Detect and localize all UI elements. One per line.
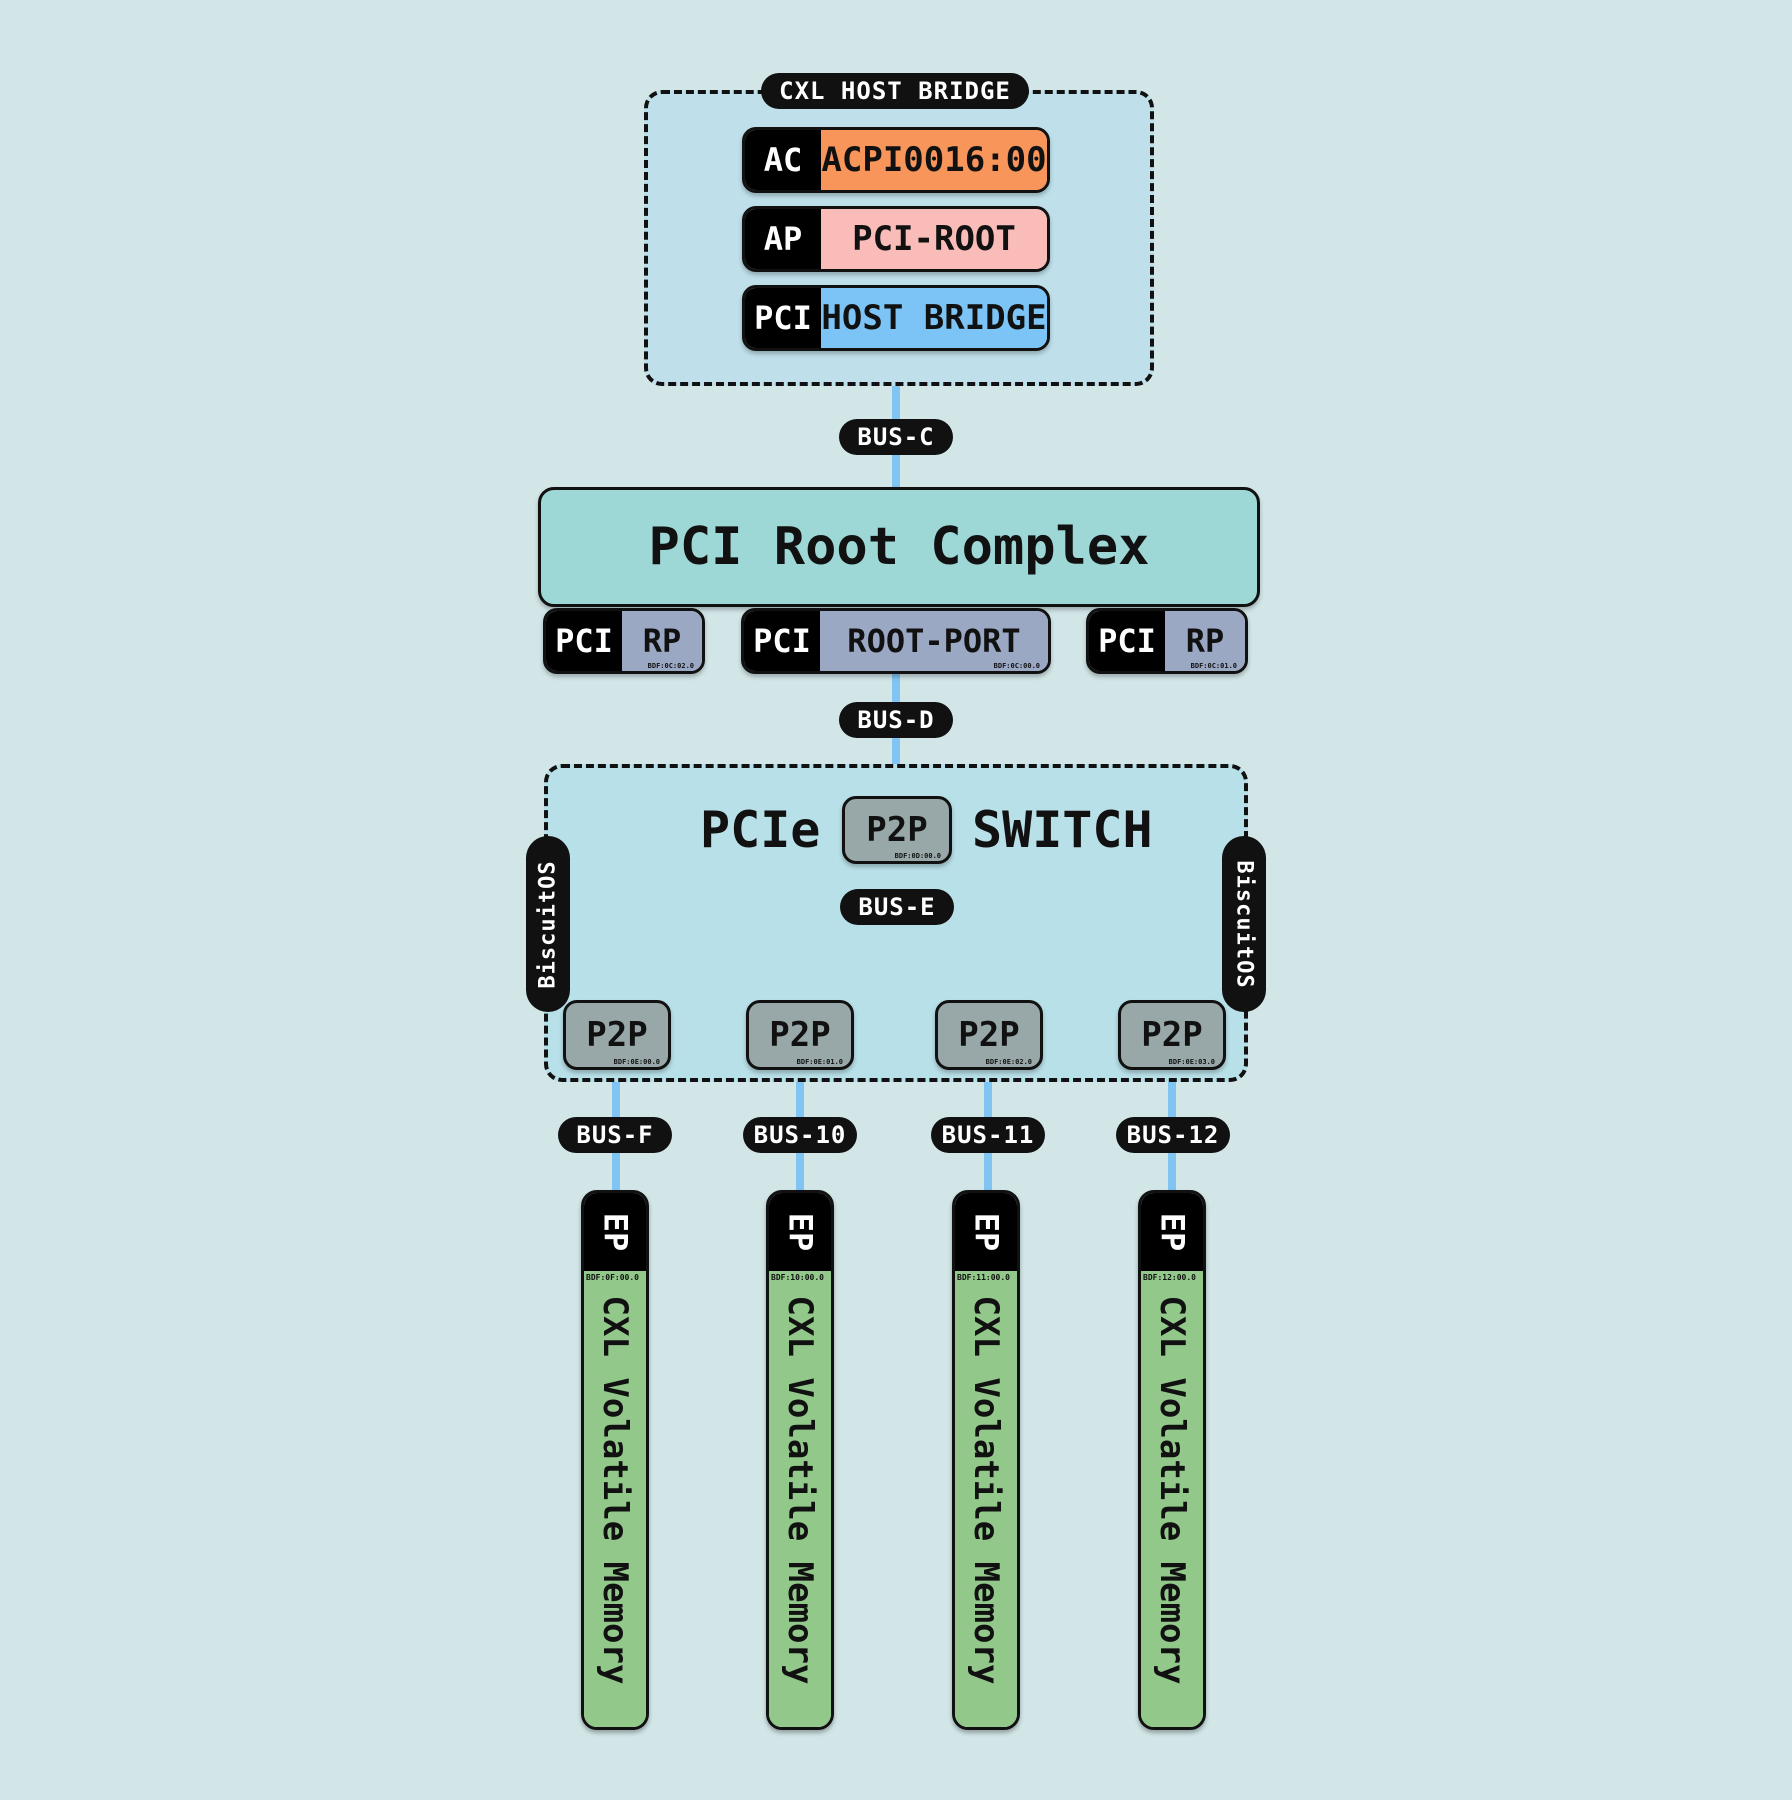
endpoint-label: CXL Volatile Memory xyxy=(595,1295,635,1685)
side-label-right: BiscuitOS xyxy=(1222,836,1266,1012)
switch-downstream-p2p-2: P2P BDF:0E:02.0 xyxy=(935,1000,1043,1070)
endpoint-key: EP xyxy=(769,1193,831,1271)
endpoint-bdf: BDF:11:00.0 xyxy=(957,1273,1010,1282)
downstream-p2p-bdf: BDF:0E:01.0 xyxy=(796,1058,843,1066)
root-port-left-key: PCI xyxy=(546,611,622,671)
row-value-pci-root: PCI-ROOT xyxy=(821,209,1047,269)
endpoint-2: EP BDF:11:00.0 CXL Volatile Memory xyxy=(952,1190,1020,1730)
downstream-p2p-label: P2P xyxy=(958,1015,1020,1055)
bus-12-label: BUS-12 xyxy=(1116,1117,1230,1153)
switch-downstream-p2p-1: P2P BDF:0E:01.0 xyxy=(746,1000,854,1070)
row-value-host-bridge: HOST BRIDGE xyxy=(821,288,1047,348)
root-port-left-label: RP xyxy=(642,622,682,660)
endpoint-body: BDF:10:00.0 CXL Volatile Memory xyxy=(769,1271,831,1727)
root-port-main-key: PCI xyxy=(744,611,820,671)
endpoint-1: EP BDF:10:00.0 CXL Volatile Memory xyxy=(766,1190,834,1730)
switch-word-left: PCIe xyxy=(700,801,821,859)
bus-11-label: BUS-11 xyxy=(931,1117,1045,1153)
bus-d-label: BUS-D xyxy=(839,702,953,738)
root-port-main-bdf: BDF:0C:00.0 xyxy=(993,662,1040,670)
root-port-main-value: ROOT-PORT BDF:0C:00.0 xyxy=(820,611,1048,671)
root-port-right: PCI RP BDF:0C:01.0 xyxy=(1086,608,1248,674)
switch-upstream-label: P2P xyxy=(866,810,928,850)
root-port-main: PCI ROOT-PORT BDF:0C:00.0 xyxy=(741,608,1051,674)
pci-root-complex: PCI Root Complex xyxy=(538,487,1260,607)
endpoint-key: EP xyxy=(584,1193,646,1271)
bus-10-label: BUS-10 xyxy=(743,1117,857,1153)
switch-downstream-p2p-3: P2P BDF:0E:03.0 xyxy=(1118,1000,1226,1070)
endpoint-0: EP BDF:0F:00.0 CXL Volatile Memory xyxy=(581,1190,649,1730)
downstream-p2p-label: P2P xyxy=(586,1015,648,1055)
root-port-left: PCI RP BDF:0C:02.0 xyxy=(543,608,705,674)
switch-upstream-bdf: BDF:0D:00.0 xyxy=(894,852,941,860)
root-port-right-value: RP BDF:0C:01.0 xyxy=(1165,611,1245,671)
bus-f-label: BUS-F xyxy=(558,1117,672,1153)
host-bridge-row-ap: AP PCI-ROOT xyxy=(742,206,1050,272)
row-key-ap: AP xyxy=(745,209,821,269)
endpoint-body: BDF:12:00.0 CXL Volatile Memory xyxy=(1141,1271,1203,1727)
row-key-ac: AC xyxy=(745,130,821,190)
endpoint-bdf: BDF:10:00.0 xyxy=(771,1273,824,1282)
endpoint-body: BDF:0F:00.0 CXL Volatile Memory xyxy=(584,1271,646,1727)
endpoint-key: EP xyxy=(1141,1193,1203,1271)
side-label-left: BiscuitOS xyxy=(526,836,570,1012)
cxl-host-bridge-title: CXL HOST BRIDGE xyxy=(761,73,1029,109)
endpoint-label: CXL Volatile Memory xyxy=(780,1295,820,1685)
host-bridge-row-pci: PCI HOST BRIDGE xyxy=(742,285,1050,351)
downstream-p2p-label: P2P xyxy=(769,1015,831,1055)
endpoint-bdf: BDF:0F:00.0 xyxy=(586,1273,639,1282)
endpoint-3: EP BDF:12:00.0 CXL Volatile Memory xyxy=(1138,1190,1206,1730)
root-port-right-label: RP xyxy=(1185,622,1225,660)
downstream-p2p-bdf: BDF:0E:00.0 xyxy=(613,1058,660,1066)
endpoint-label: CXL Volatile Memory xyxy=(966,1295,1006,1685)
endpoint-label: CXL Volatile Memory xyxy=(1152,1295,1192,1685)
root-port-right-key: PCI xyxy=(1089,611,1165,671)
row-value-acpi: ACPI0016:00 xyxy=(821,130,1047,190)
downstream-p2p-bdf: BDF:0E:03.0 xyxy=(1168,1058,1215,1066)
endpoint-bdf: BDF:12:00.0 xyxy=(1143,1273,1196,1282)
root-port-left-bdf: BDF:0C:02.0 xyxy=(647,662,694,670)
switch-downstream-p2p-0: P2P BDF:0E:00.0 xyxy=(563,1000,671,1070)
downstream-p2p-label: P2P xyxy=(1141,1015,1203,1055)
endpoint-body: BDF:11:00.0 CXL Volatile Memory xyxy=(955,1271,1017,1727)
bus-e-label: BUS-E xyxy=(840,889,954,925)
switch-upstream-p2p: P2P BDF:0D:00.0 xyxy=(842,796,952,864)
endpoint-key: EP xyxy=(955,1193,1017,1271)
row-key-pci: PCI xyxy=(745,288,821,348)
root-port-main-label: ROOT-PORT xyxy=(847,622,1021,660)
downstream-p2p-bdf: BDF:0E:02.0 xyxy=(985,1058,1032,1066)
root-port-left-value: RP BDF:0C:02.0 xyxy=(622,611,702,671)
switch-word-right: SWITCH xyxy=(972,801,1153,859)
bus-c-label: BUS-C xyxy=(839,419,953,455)
host-bridge-row-ac: AC ACPI0016:00 xyxy=(742,127,1050,193)
root-port-right-bdf: BDF:0C:01.0 xyxy=(1190,662,1237,670)
